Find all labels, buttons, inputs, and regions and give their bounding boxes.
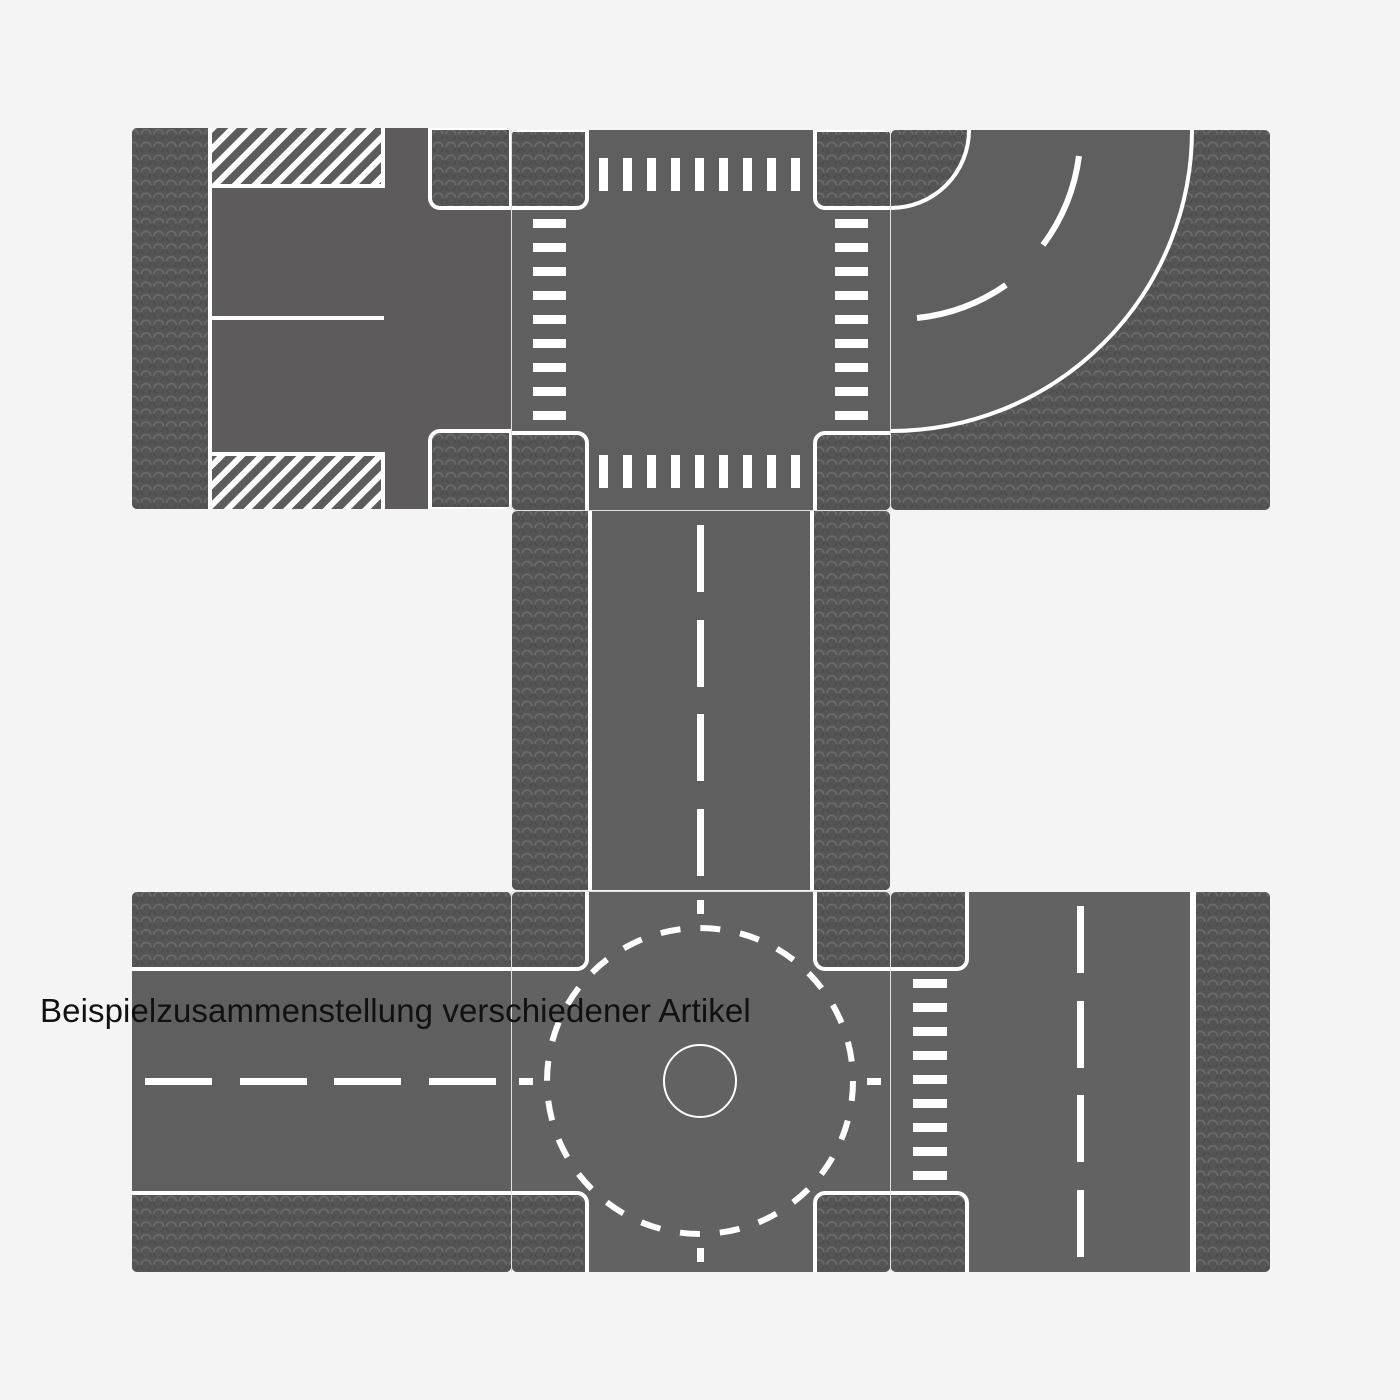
curve-lane-dash-2 bbox=[916, 282, 1008, 321]
tile-parking bbox=[132, 128, 511, 509]
crosswalk-top bbox=[599, 158, 800, 191]
hatched-zone-top bbox=[212, 128, 383, 184]
tile-straight-vertical bbox=[512, 511, 890, 890]
crosswalk-left bbox=[913, 979, 947, 1180]
hatched-zone-bottom bbox=[212, 456, 383, 509]
tile-crossroad bbox=[512, 130, 890, 510]
tile-curve bbox=[891, 130, 1270, 510]
roundabout-center-island bbox=[663, 1044, 737, 1118]
crosswalk-bottom bbox=[599, 455, 800, 488]
tile-straight-horizontal bbox=[132, 892, 511, 1272]
parking-divider bbox=[212, 316, 384, 320]
crosswalk-right bbox=[835, 219, 868, 420]
tile-roundabout bbox=[512, 892, 890, 1272]
tile-t-junction bbox=[891, 892, 1270, 1272]
center-line-dashes bbox=[697, 525, 704, 876]
crosswalk-left bbox=[533, 219, 566, 420]
curve-lane-dash-1 bbox=[1040, 155, 1082, 247]
curve-inner-edge bbox=[891, 130, 971, 210]
roundabout-dashed-ring bbox=[544, 925, 856, 1237]
caption: Beispielzusammenstellung verschiedener A… bbox=[40, 992, 751, 1029]
sidewalk-left bbox=[132, 128, 208, 509]
curve-outer-edge bbox=[891, 130, 1194, 433]
center-line-dashes bbox=[1077, 906, 1084, 1257]
center-line-dashes bbox=[145, 1078, 496, 1085]
